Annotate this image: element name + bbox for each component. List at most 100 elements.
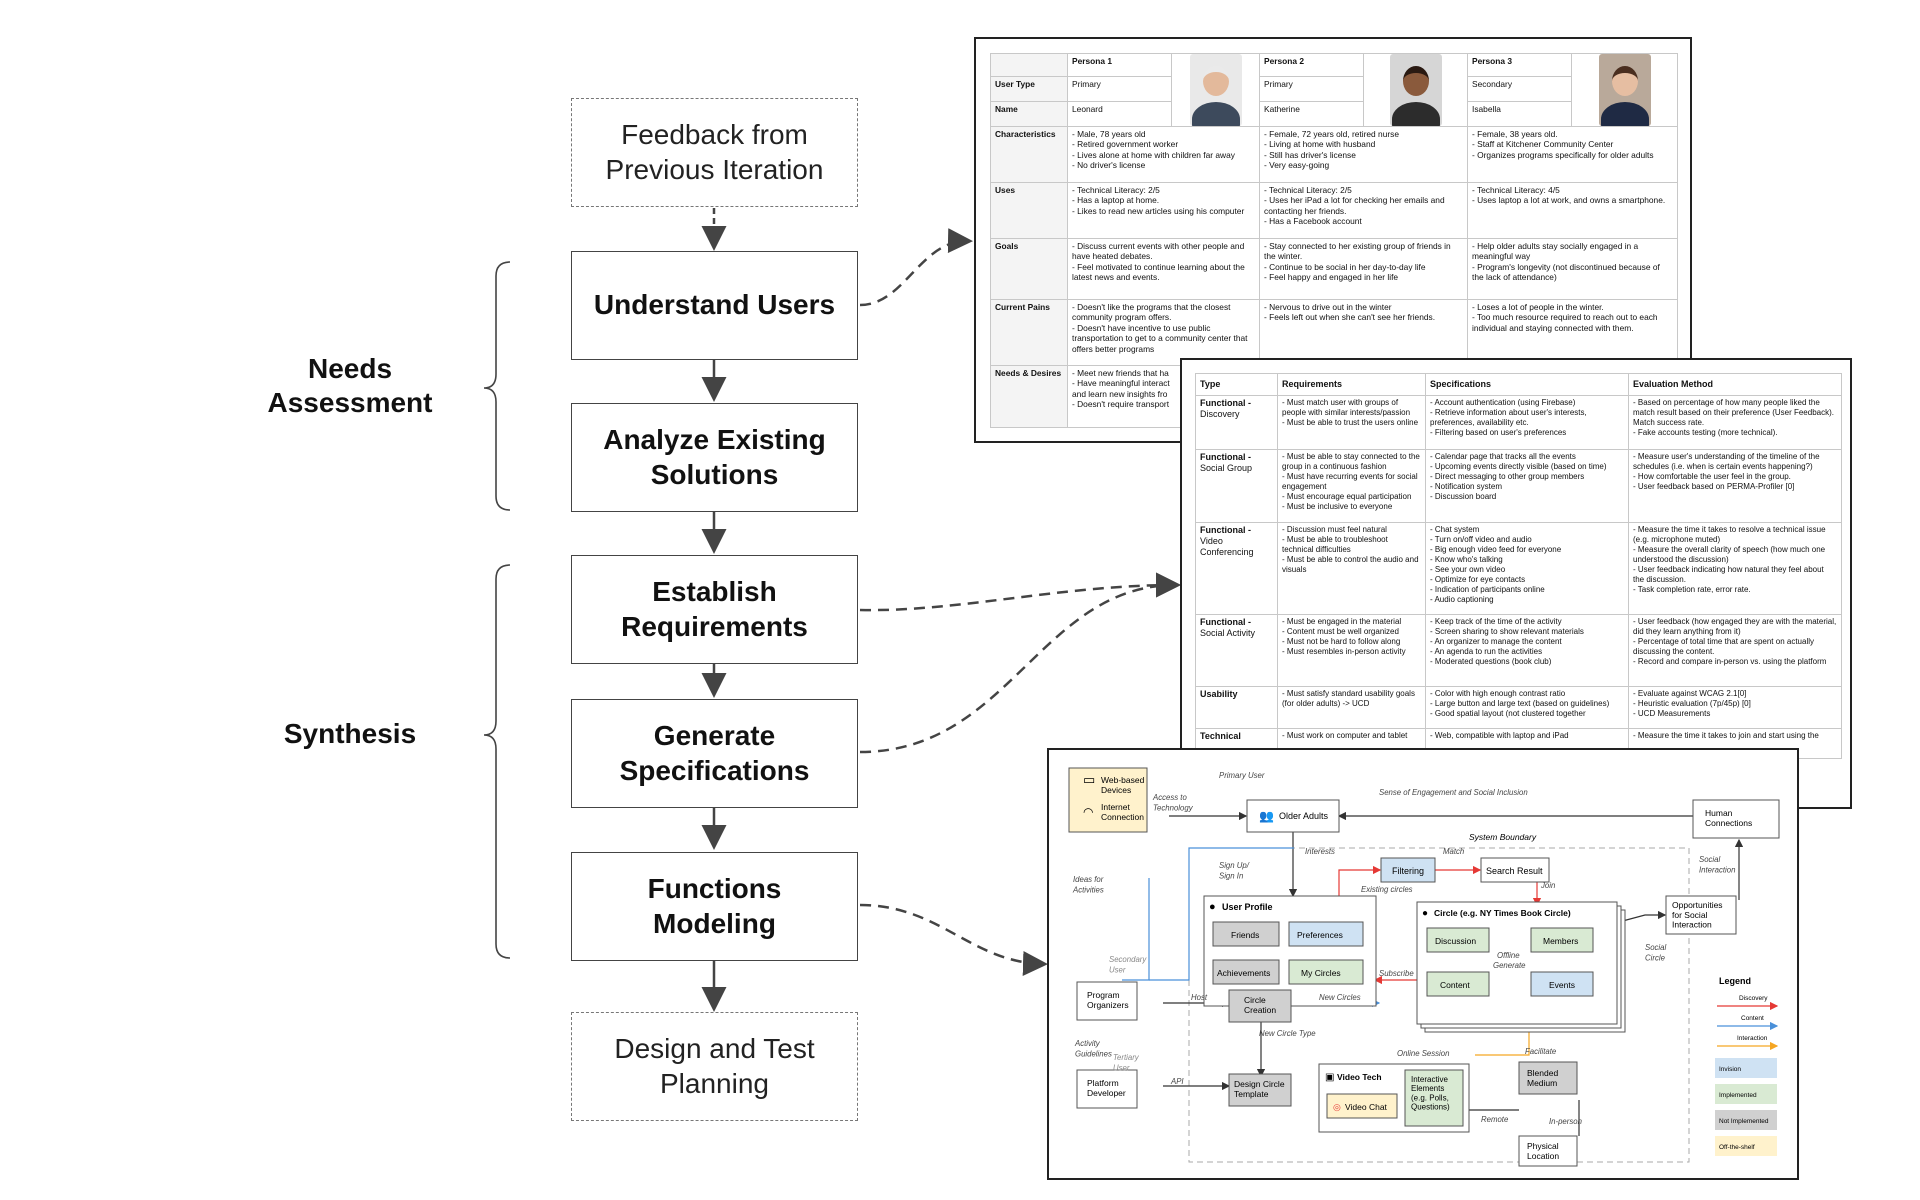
- node-interactive-elements: [1404, 1069, 1464, 1127]
- node-circle-creation: [1228, 989, 1292, 1023]
- node-circle-label: Circle (e.g. NY Times Book Circle): [1434, 908, 1571, 918]
- requirements-table: Type Requirements Specifications Evaluat…: [1195, 372, 1842, 760]
- persona-photo-1: [1171, 53, 1260, 127]
- req-specification: - Chat system - Turn on/off video and au…: [1425, 522, 1629, 616]
- node-achievements: [1212, 959, 1280, 985]
- svg-text:Content: Content: [1741, 1015, 1764, 1022]
- label-new-circle-type: New Circle Type: [1259, 1029, 1316, 1038]
- persona-cell: - Stay connected to her existing group o…: [1259, 238, 1468, 300]
- node-physical-location: [1518, 1135, 1578, 1167]
- persona-cell: - Male, 78 years old - Retired governmen…: [1067, 126, 1260, 183]
- persona-photo-3: [1571, 53, 1678, 127]
- req-specification: - Color with high enough contrast ratio …: [1425, 686, 1629, 730]
- svg-text:Off-the-shelf: Off-the-shelf: [1719, 1144, 1755, 1151]
- persona-photo-2: [1363, 53, 1468, 127]
- persona-cell: - Technical Literacy: 4/5 - Uses laptop …: [1467, 182, 1678, 239]
- brace-synthesis: [483, 564, 511, 959]
- req-type: Functional -Discovery: [1195, 395, 1278, 451]
- svg-text:Discovery: Discovery: [1739, 995, 1768, 1002]
- req-header: Specifications: [1425, 372, 1629, 397]
- req-evaluation: - Measure the time it takes to resolve a…: [1628, 522, 1842, 616]
- node-filtering: [1380, 857, 1436, 883]
- brace-needs: [483, 261, 511, 511]
- persona-cell: - Female, 72 years old, retired nurse - …: [1259, 126, 1468, 183]
- req-evaluation: - Based on percentage of how many people…: [1628, 395, 1842, 451]
- persona-cell: - Loses a lot of people in the winter. -…: [1467, 299, 1678, 366]
- req-evaluation: - User feedback (how engaged they are wi…: [1628, 614, 1842, 688]
- req-evaluation: - Evaluate against WCAG 2.1[0] - Heurist…: [1628, 686, 1842, 730]
- video-chat-icon: ◎: [1333, 1102, 1341, 1112]
- node-filtering-label: Filtering: [1392, 866, 1424, 876]
- users-icon: 👥: [1259, 809, 1274, 823]
- label-generate: Generate: [1493, 961, 1526, 970]
- label-host: Host: [1191, 993, 1208, 1002]
- persona-cell: - Female, 38 years old. - Staff at Kitch…: [1467, 126, 1678, 183]
- req-specification: - Account authentication (using Firebase…: [1425, 395, 1629, 451]
- persona-header-2: Persona 2: [1259, 53, 1364, 77]
- circle-group-icon: ●: [1422, 908, 1428, 919]
- profile-icon: ●: [1209, 901, 1216, 913]
- phase-needs-assessment: Needs Assessment: [267, 353, 433, 419]
- node-achievements-label: Achievements: [1217, 968, 1270, 978]
- label-offline: Offline: [1497, 951, 1520, 960]
- persona-row-label: Current Pains: [990, 299, 1068, 366]
- label-online-session: Online Session: [1397, 1049, 1449, 1058]
- req-header: Evaluation Method: [1628, 372, 1842, 397]
- node-video-chat: [1326, 1093, 1398, 1119]
- node-user-profile: [1203, 895, 1377, 1007]
- node-search-result: [1480, 857, 1550, 883]
- link-requirements: [859, 572, 1181, 612]
- node-my-circles-label: My Circles: [1301, 968, 1341, 978]
- node-content: [1426, 971, 1490, 997]
- step-understand-users: Understand Users: [571, 251, 858, 360]
- node-preferences: [1288, 921, 1364, 947]
- label-facilitate: Facilitate: [1525, 1047, 1557, 1056]
- label-sense-of-engagement: Sense of Engagement and Social Inclusion: [1379, 788, 1528, 797]
- persona-header-1: Persona 1: [1067, 53, 1172, 77]
- persona-cell: - Nervous to drive out in the winter - F…: [1259, 299, 1468, 366]
- req-requirement: - Must satisfy standard usability goals …: [1277, 686, 1426, 730]
- system-diagram-card: System Boundary: [1047, 748, 1799, 1180]
- persona-cell: Leonard: [1067, 101, 1172, 127]
- node-design-circle-template: [1228, 1073, 1292, 1107]
- label-primary-user: Primary User: [1219, 771, 1265, 780]
- node-user-profile-label: User Profile: [1222, 902, 1273, 912]
- persona-row-label: User Type: [990, 76, 1068, 102]
- label-match: Match: [1443, 847, 1464, 856]
- node-platform-developer: [1076, 1069, 1138, 1109]
- persona-row-label: Needs & Desires: [990, 365, 1068, 428]
- node-members-label: Members: [1543, 936, 1578, 946]
- system-boundary-label: System Boundary: [1469, 832, 1537, 842]
- node-events: [1530, 971, 1594, 997]
- node-friends-label: Friends: [1231, 930, 1259, 940]
- phase-synthesis: Synthesis: [283, 718, 417, 749]
- req-type: Usability: [1195, 686, 1278, 730]
- persona-cell: Secondary: [1467, 76, 1572, 102]
- link-users-persona: [859, 228, 973, 307]
- svg-text:Invision: Invision: [1719, 1066, 1741, 1073]
- node-human-connections: [1692, 799, 1780, 839]
- label-remote: Remote: [1481, 1115, 1509, 1124]
- req-header: Requirements: [1277, 372, 1426, 397]
- req-evaluation: - Measure user's understanding of the ti…: [1628, 449, 1842, 524]
- step-functions-modeling: Functions Modeling: [571, 852, 858, 961]
- label-interests: Interests: [1305, 847, 1335, 856]
- step-design-test-planning: Design and Test Planning: [571, 1012, 858, 1121]
- wifi-icon: ◠: [1083, 805, 1093, 819]
- req-specification: - Keep track of the time of the activity…: [1425, 614, 1629, 688]
- system-boundary: [1188, 847, 1690, 1163]
